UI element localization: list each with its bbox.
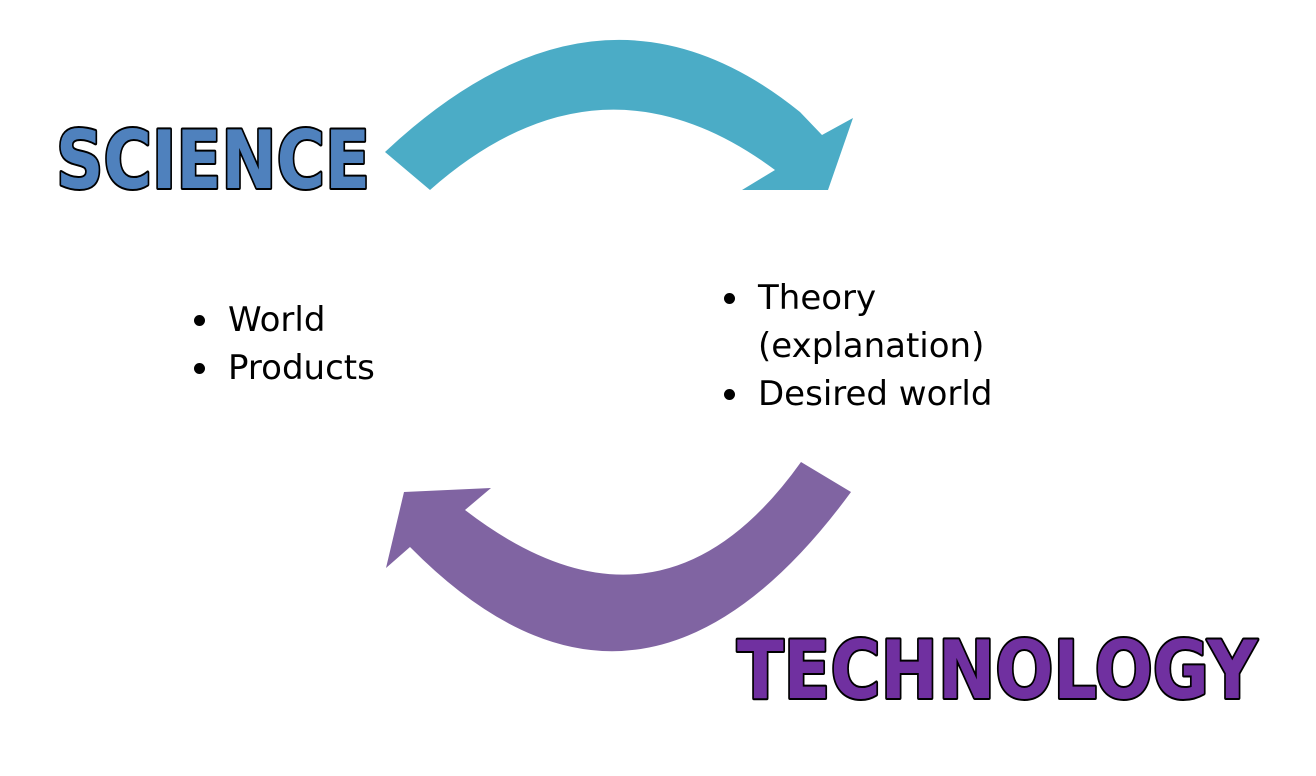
list-item: Products bbox=[190, 344, 375, 392]
list-item: Theory (explanation) bbox=[720, 274, 1020, 370]
science-title-text: SCIENCE bbox=[56, 114, 370, 207]
list-item: World bbox=[190, 296, 375, 344]
science-title: SCIENCE bbox=[54, 112, 372, 209]
technology-title: TECHNOLOGY bbox=[735, 622, 1260, 719]
top-curved-arrow bbox=[385, 39, 853, 191]
bottom-curved-arrow bbox=[386, 462, 851, 652]
list-item: Desired world bbox=[720, 370, 1020, 418]
right-bullet-list: Theory (explanation) Desired world bbox=[720, 274, 1020, 418]
left-bullet-list: World Products bbox=[190, 296, 375, 392]
technology-title-text: TECHNOLOGY bbox=[737, 624, 1258, 717]
